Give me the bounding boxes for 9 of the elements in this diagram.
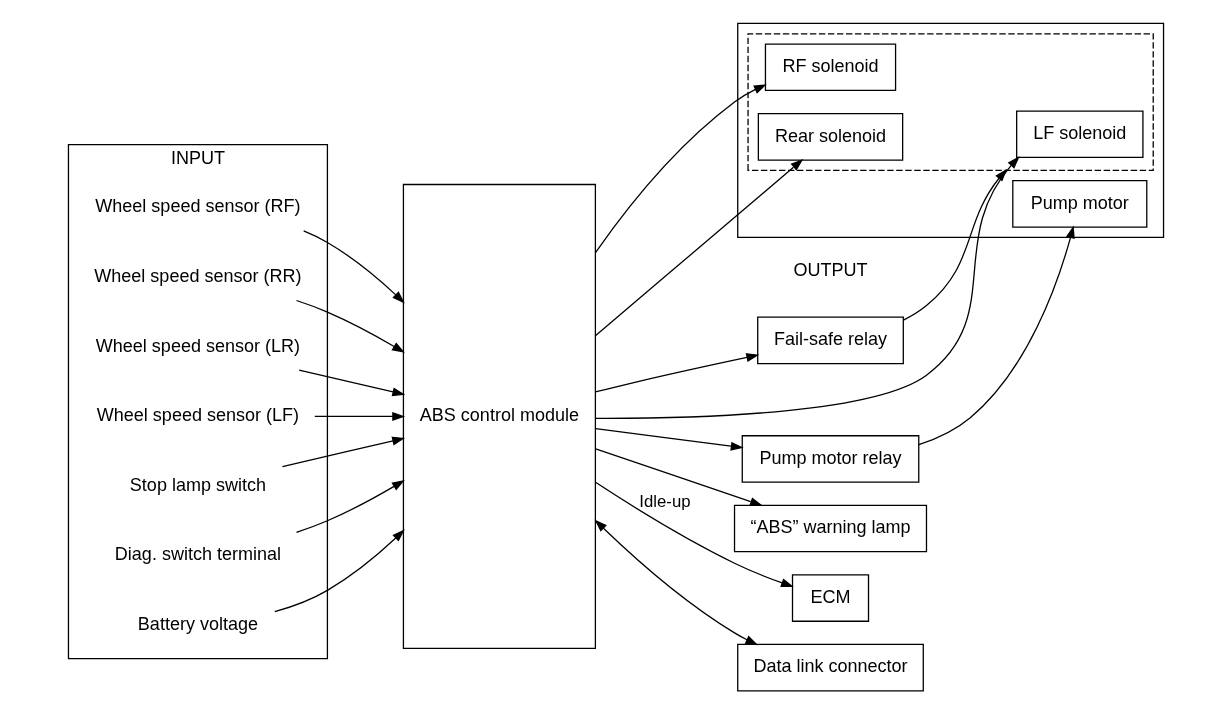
label: OUTPUT bbox=[792, 259, 868, 280]
node-text: Diag. switch terminal bbox=[114, 544, 281, 565]
node-text: Wheel speed sensor (LR) bbox=[95, 335, 300, 356]
node-text: Wheel speed sensor (LF) bbox=[96, 405, 299, 426]
edge-label: Idle-up bbox=[638, 492, 691, 512]
node-text: Battery voltage bbox=[137, 613, 258, 634]
node-text: Wheel speed sensor (RR) bbox=[93, 266, 302, 287]
node-text: Wheel speed sensor (RF) bbox=[94, 196, 301, 217]
node-text: Stop lamp switch bbox=[129, 474, 266, 495]
